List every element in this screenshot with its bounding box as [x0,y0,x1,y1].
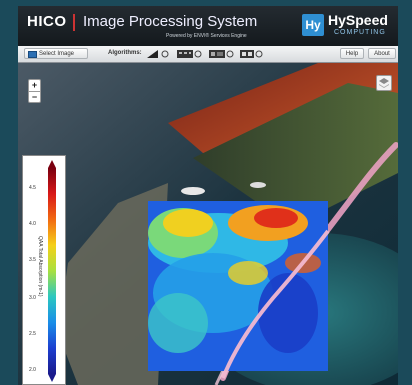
algorithm-tool-2[interactable] [176,49,204,59]
colorbar-tick: 4.0 [29,221,36,227]
algorithm-tool-4[interactable] [239,49,265,59]
colorbar-title: QAA Total Absorption (m-1) [37,236,43,297]
zoom-in-button[interactable]: + [29,80,40,92]
colorbar-tick: 2.5 [29,331,36,337]
color-bar [48,160,56,382]
brand-label: HICO [27,13,67,30]
company-name: HySpeed [328,12,388,28]
app-header: HICO Image Processing System Powered by … [18,6,398,46]
colorbar-tick: 3.0 [29,295,36,301]
powered-by-text: Powered by ENVI® Services Engine [166,33,247,39]
help-button[interactable]: Help [340,48,364,59]
app-title: Image Processing System [83,13,258,30]
about-button[interactable]: About [368,48,396,59]
company-subtitle: COMPUTING [334,29,386,36]
brand-divider [73,14,75,31]
hyspeed-logo-icon: Hy [302,14,324,36]
colorbar-top-arrow [48,160,56,168]
layers-icon [379,78,389,88]
toolbar: Select Image Algorithms: [18,46,398,63]
select-image-label: Select Image [39,51,75,57]
algorithm-tool-3[interactable] [208,49,236,59]
image-icon [28,51,37,58]
zoom-control: + − [28,79,41,103]
map-view[interactable]: + − 4.5 4.0 3.5 3.0 2.5 [18,63,398,385]
absorption-heatmap [148,201,328,371]
select-image-button[interactable]: Select Image [24,48,88,59]
color-bar-legend: 4.5 4.0 3.5 3.0 2.5 2.0 QAA Total Absorp… [22,155,66,385]
colorbar-tick: 3.5 [29,257,36,263]
colorbar-bottom-arrow [48,374,56,382]
stack-algorithm-icon [240,50,263,58]
grid-algorithm-icon [177,50,202,58]
algorithms-label: Algorithms: [108,50,142,56]
satellite-image [18,63,398,385]
app-window: HICO Image Processing System Powered by … [18,6,398,385]
colorbar-tick: 2.0 [29,367,36,373]
colorbar-ramp [48,168,56,374]
layers-button[interactable] [376,75,392,91]
colorbar-tick: 4.5 [29,185,36,191]
algorithm-tool-1[interactable] [146,49,172,59]
zoom-out-button[interactable]: − [31,92,38,102]
band-algorithm-icon [209,50,234,58]
triangle-algorithm-icon [147,50,169,58]
